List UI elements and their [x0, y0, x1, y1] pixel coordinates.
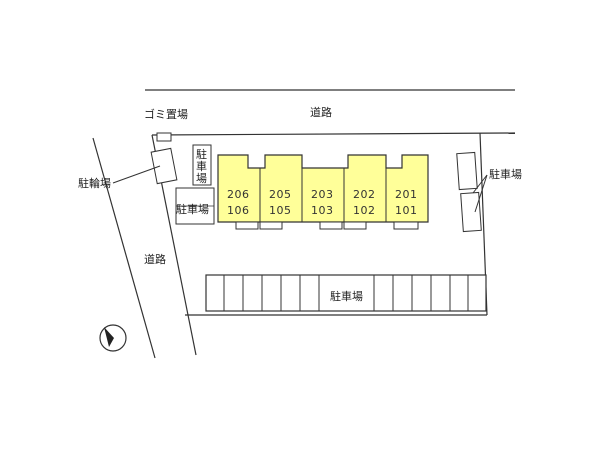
parking-small-box [192, 144, 212, 186]
parking-left-label: 駐車場 [176, 202, 209, 216]
unit-202-label: 202 [353, 188, 376, 201]
entry-step-3 [319, 221, 343, 230]
site-boundary [151, 132, 516, 136]
unit-106-label: 106 [227, 204, 250, 217]
unit-206-label: 206 [227, 188, 250, 201]
unit-101-label: 101 [395, 204, 418, 217]
garbage-box [156, 132, 172, 142]
entry-step-2 [259, 221, 283, 230]
north-arrow-icon [99, 324, 127, 352]
entry-step-1 [235, 221, 259, 230]
unit-201-label: 201 [395, 188, 418, 201]
entry-step-4 [343, 221, 367, 230]
bicycle-parking-box [150, 147, 178, 185]
entry-step-5 [393, 221, 419, 230]
parking-right-leader-1 [472, 174, 488, 194]
unit-203-label: 203 [311, 188, 334, 201]
parking-right-box-1 [456, 151, 478, 191]
building-outline [217, 154, 429, 223]
garbage-label: ゴミ置場 [144, 107, 188, 121]
unit-103-label: 103 [311, 204, 334, 217]
apartment-building: 206 106 205 105 203 103 202 102 201 101 [217, 154, 429, 230]
parking-small-label-3: 場 [196, 172, 207, 185]
parking-bottom-row: 駐車場 [205, 274, 487, 312]
parking-small-label-1: 駐 [196, 147, 207, 161]
unit-105-label: 105 [269, 204, 292, 217]
parking-right-label: 駐車場 [489, 167, 522, 181]
parking-bottom-outline [205, 274, 487, 312]
unit-205-label: 205 [269, 188, 292, 201]
bicycle-leader-line [112, 165, 161, 184]
parking-small-label-2: 車 [196, 159, 207, 173]
road-top-label: 道路 [310, 105, 332, 119]
road-left-outer-line [92, 137, 156, 359]
parking-bottom-label: 駐車場 [330, 289, 363, 303]
parking-right-leader-2 [474, 174, 488, 213]
unit-102-label: 102 [353, 204, 376, 217]
road-left-label: 道路 [144, 252, 166, 266]
parking-right-box-2 [460, 191, 482, 233]
bicycle-label: 駐輪場 [78, 176, 111, 190]
